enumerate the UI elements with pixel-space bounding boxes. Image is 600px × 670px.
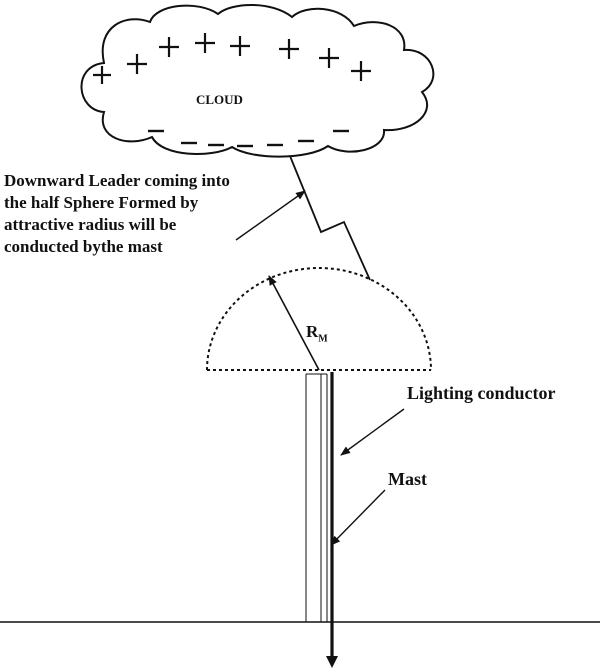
leader-label-line-3: attractive radius will be — [4, 215, 177, 234]
leader-label-line-1: Downward Leader coming into — [4, 171, 230, 190]
leader-label-line-2: the half Sphere Formed by — [4, 193, 199, 212]
radius-label: RM — [306, 322, 328, 344]
plus-sign-4 — [195, 33, 215, 53]
negative-charges — [148, 129, 349, 148]
cloud-label: CLOUD — [196, 92, 243, 107]
radius-arrow — [268, 275, 320, 371]
radius-symbol: R — [306, 322, 319, 341]
attraction-hemisphere — [206, 267, 432, 371]
plus-sign-2 — [127, 54, 147, 74]
mast-label: Mast — [388, 469, 427, 489]
downward-leader — [289, 155, 371, 281]
ground-arrowhead — [326, 656, 338, 668]
plus-sign-1 — [93, 66, 111, 84]
leader-label-line-4: conducted bythe mast — [4, 237, 163, 256]
radius-subscript: M — [318, 333, 328, 345]
plus-sign-5 — [230, 36, 250, 56]
conductor-label: Lighting conductor — [407, 383, 556, 403]
plus-sign-7 — [319, 48, 339, 68]
positive-charges — [93, 33, 371, 84]
mast-label-arrow — [330, 489, 386, 546]
conductor-label-arrow — [340, 408, 405, 456]
plus-sign-3 — [159, 37, 179, 57]
cloud-outline — [80, 4, 435, 158]
plus-sign-8 — [351, 61, 371, 81]
plus-sign-6 — [279, 39, 299, 59]
leader-label-arrow — [235, 190, 306, 241]
